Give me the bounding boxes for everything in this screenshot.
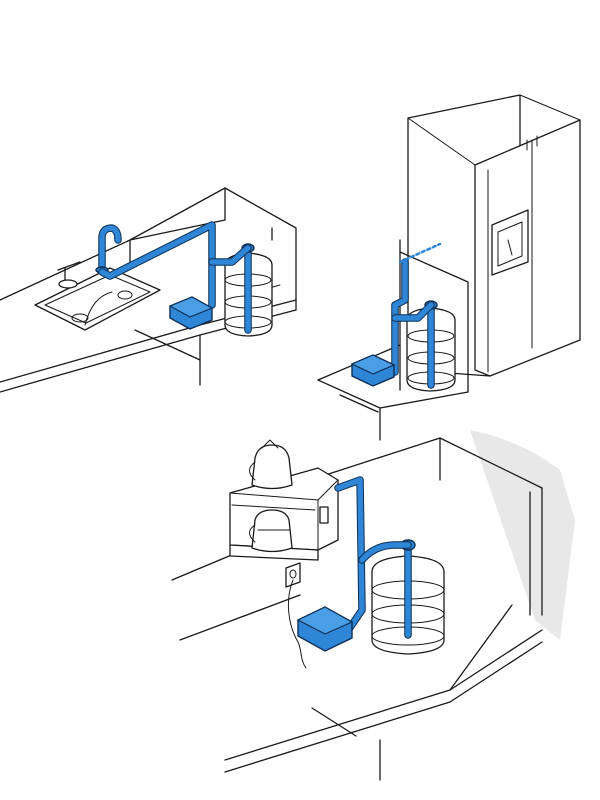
fridge-water-bottle bbox=[391, 300, 456, 392]
sink-pump-icon bbox=[168, 296, 214, 330]
sink-basin bbox=[34, 267, 161, 331]
coffee-pump-icon bbox=[296, 606, 354, 652]
coffee-water-bottle bbox=[358, 539, 445, 655]
scene-sink bbox=[0, 187, 297, 393]
coffee-maker-icon bbox=[229, 439, 339, 561]
drain-icon bbox=[117, 290, 133, 300]
sink-tap bbox=[57, 261, 81, 289]
fridge-pump-icon bbox=[350, 354, 396, 387]
sink-water-bottle bbox=[208, 243, 273, 337]
coffee-pot-icon bbox=[251, 444, 293, 490]
wall-outlet-icon bbox=[285, 562, 307, 669]
power-cord-icon bbox=[288, 579, 307, 669]
coffee-pipe bbox=[334, 476, 366, 639]
scene-refrigerator bbox=[317, 94, 581, 441]
fridge-cabinet bbox=[317, 239, 469, 441]
ice-water-dispenser-icon bbox=[491, 209, 529, 276]
scene-coffee-maker bbox=[171, 430, 575, 781]
fridge-pipe bbox=[391, 242, 442, 376]
refrigerator-icon bbox=[407, 94, 581, 377]
drain-icon bbox=[71, 313, 89, 323]
coffee-pot-icon bbox=[251, 509, 293, 553]
